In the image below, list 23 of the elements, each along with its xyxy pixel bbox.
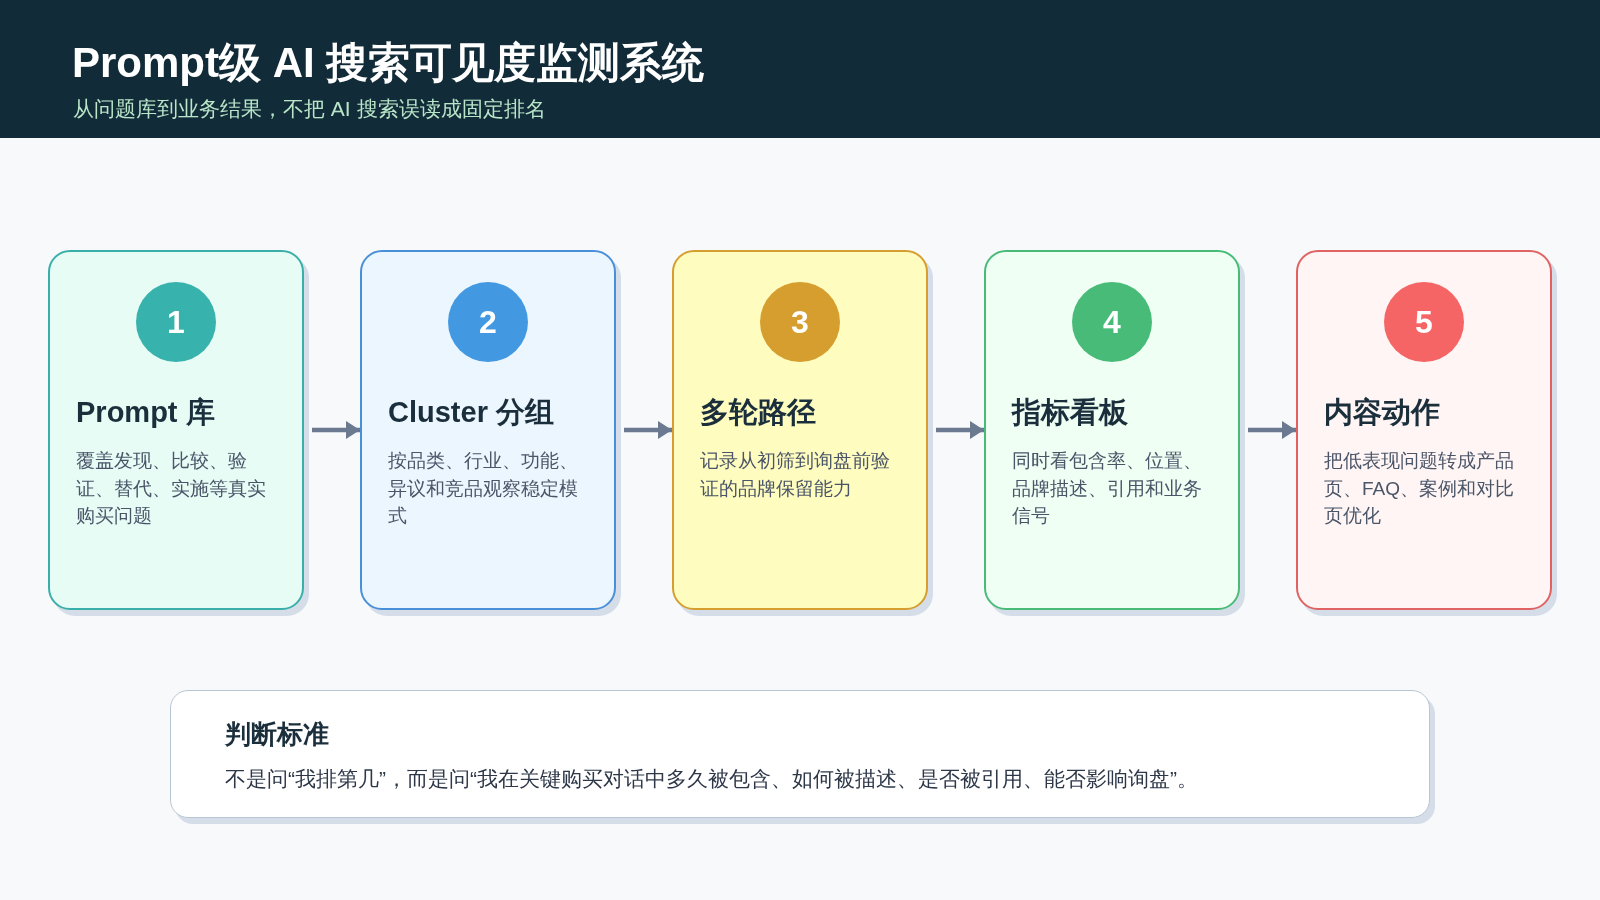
step-heading: 指标看板: [1012, 395, 1129, 430]
step-number-circle: 3: [760, 282, 840, 362]
step-heading: Cluster 分组: [388, 395, 555, 430]
arrow: [624, 421, 672, 439]
page-subtitle: 从问题库到业务结果，不把 AI 搜索误读成固定排名: [73, 96, 546, 122]
arrow: [312, 421, 360, 439]
arrow: [1248, 421, 1296, 439]
step-description: 记录从初筛到询盘前验证的品牌保留能力: [700, 449, 891, 501]
step-number-circle: 4: [1072, 282, 1152, 362]
step-description: 把低表现问题转成产品页、FAQ、案例和对比页优化: [1324, 449, 1515, 529]
page-title: Prompt级 AI 搜索可见度监测系统: [72, 40, 705, 87]
arrow: [936, 421, 984, 439]
step-description: 同时看包含率、位置、品牌描述、引用和业务信号: [1012, 449, 1203, 529]
criteria-text: 不是问“我排第几”，而是问“我在关键购买对话中多久被包含、如何被描述、是否被引用、能否影响询盘”。: [225, 766, 1198, 792]
step-number-circle: 5: [1384, 282, 1464, 362]
step-heading: 多轮路径: [700, 395, 817, 430]
step-description: 按品类、行业、功能、异议和竞品观察稳定模式: [388, 449, 579, 529]
step-heading: 内容动作: [1324, 395, 1441, 430]
step-description: 覆盖发现、比较、验证、替代、实施等真实购买问题: [76, 449, 267, 529]
criteria-heading: 判断标准: [225, 719, 329, 751]
step-number-circle: 1: [136, 282, 216, 362]
step-number-circle: 2: [448, 282, 528, 362]
step-heading: Prompt 库: [76, 395, 216, 430]
